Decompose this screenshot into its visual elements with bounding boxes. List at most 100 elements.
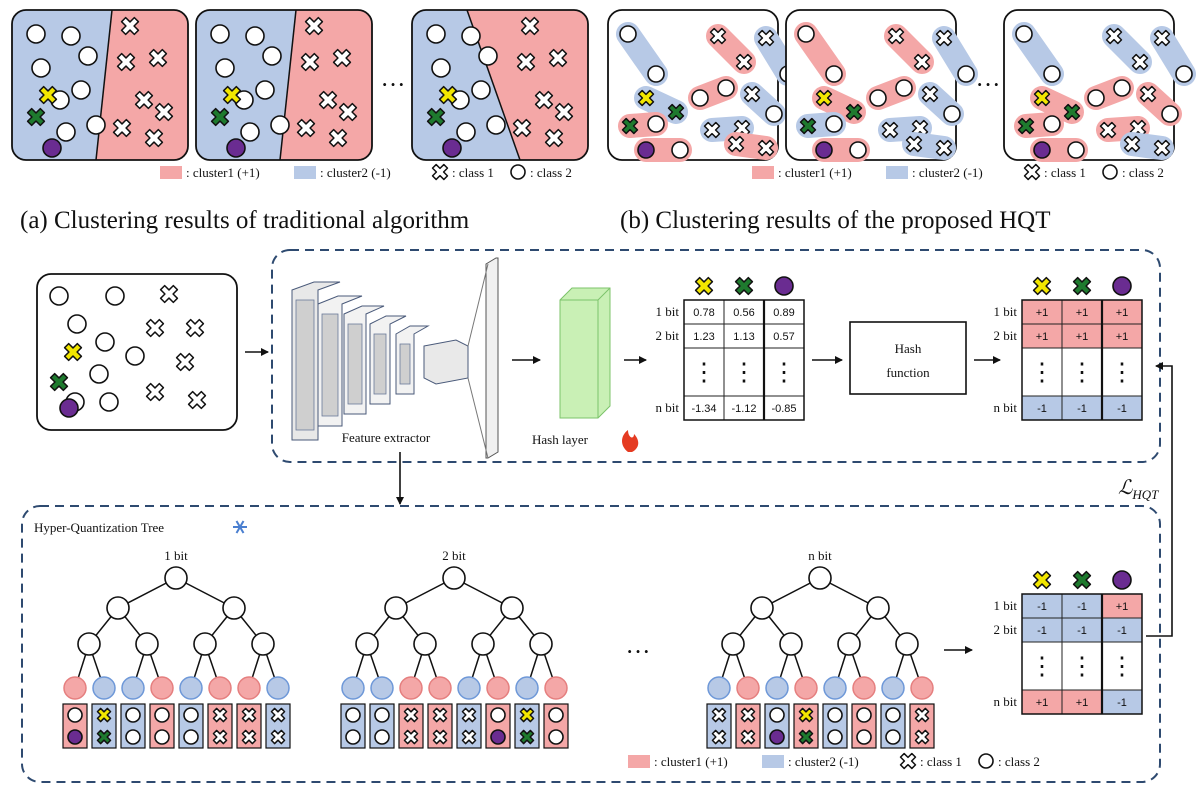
class2-circle-icon (885, 707, 901, 723)
class2-circle-icon (154, 729, 170, 745)
cross-shape (815, 89, 833, 107)
class1-cross-icon (270, 729, 286, 745)
cross-shape (328, 128, 348, 148)
panel-b: ···: cluster1 (+1): cluster2 (-1): class… (607, 9, 1196, 234)
yellow-cross-icon (519, 707, 535, 723)
table-cell (723, 395, 765, 421)
class2-circle-icon (856, 729, 872, 745)
cross-shape (548, 48, 568, 68)
bit-row-label: n bit (656, 400, 680, 415)
cross-shape (222, 85, 242, 105)
hash-layer-edge (597, 287, 611, 301)
legend-swatch-cluster1 (628, 755, 650, 768)
yellow-cross-icon (222, 85, 242, 105)
class1-cross-icon (154, 102, 174, 122)
cross-shape (432, 729, 448, 745)
leaf-bucket (514, 703, 540, 749)
cross-shape (431, 163, 449, 181)
class2-circle-icon (1015, 25, 1033, 43)
class1-cross-icon (913, 53, 931, 71)
tree-node (135, 632, 159, 656)
table-cell (1061, 347, 1103, 397)
class1-cross-icon (241, 729, 257, 745)
legend-swatch-cluster2 (762, 755, 784, 768)
cross-shape (534, 90, 554, 110)
bit-row-label: 1 bit (994, 304, 1018, 319)
tree-node (222, 596, 246, 620)
cross-shape (798, 729, 814, 745)
panel-a-caption: (a) Clustering results of traditional al… (20, 207, 470, 234)
table-cell (1101, 617, 1143, 643)
tree-bit-label: 2 bit (442, 548, 466, 563)
class2-circle-icon (1067, 141, 1085, 159)
conv-kernel (347, 323, 363, 405)
cross-shape (120, 16, 140, 36)
cross-shape (845, 103, 863, 121)
cross-shape (403, 729, 419, 745)
class1-cross-icon (757, 139, 775, 157)
purple-circle-icon (442, 138, 462, 158)
class2-circle-icon (717, 79, 735, 97)
cross-shape (49, 372, 69, 392)
snowflake-icon (233, 520, 247, 534)
class2-circle-icon (647, 65, 665, 83)
legend-label-cluster1: : cluster1 (+1) (654, 754, 728, 769)
leaf-bucket (456, 703, 482, 749)
cross-shape (711, 707, 727, 723)
class1-cross-icon (1153, 29, 1171, 47)
table-cell-value: -1 (1077, 625, 1087, 637)
box-border (195, 9, 373, 161)
class2-circle-icon (426, 24, 446, 44)
projection-line (467, 377, 489, 459)
purple-circle-icon (226, 138, 246, 158)
conv-kernel (295, 299, 315, 431)
loss-subscript: HQT (1131, 487, 1159, 502)
table-cell (1101, 641, 1143, 691)
cross-shape (667, 103, 685, 121)
class1-cross-icon (727, 135, 745, 153)
table-cell-value: 0.56 (733, 307, 754, 319)
feature-extractor (291, 257, 499, 459)
legend-class1-icon (1023, 163, 1041, 181)
class2-circle-icon (262, 46, 282, 66)
traditional-cluster-box (11, 9, 189, 161)
cross-shape (757, 29, 775, 47)
cross-shape (1072, 570, 1092, 590)
table-cell-value: 0.89 (773, 307, 794, 319)
hqt-cluster-box (785, 9, 978, 162)
cross-shape (905, 135, 923, 153)
decision-boundary (279, 9, 297, 161)
class2-circle-icon (345, 729, 361, 745)
purple-circle-icon (59, 398, 79, 418)
class2-circle-icon (49, 286, 69, 306)
table-cell-value: -1 (1077, 403, 1087, 415)
tree-node (750, 596, 774, 620)
class2-circle-icon (26, 24, 46, 44)
cross-shape (913, 53, 931, 71)
leaf-bucket (706, 703, 732, 749)
table-cell-value: 1.23 (693, 331, 714, 343)
class2-circle-icon (245, 26, 265, 46)
cross-shape (338, 102, 358, 122)
green-cross-icon (1017, 117, 1035, 135)
yellow-cross-icon (694, 276, 714, 296)
cross-shape (935, 139, 953, 157)
cross-shape (1153, 29, 1171, 47)
cross-shape (899, 752, 917, 770)
class1-cross-icon (112, 118, 132, 138)
class2-circle-icon (471, 80, 491, 100)
cross-shape (63, 342, 83, 362)
legend-label-cluster2: : cluster2 (-1) (912, 165, 983, 180)
cross-shape (144, 128, 164, 148)
table-cell-value: +1 (1076, 697, 1089, 709)
class2-circle-icon (183, 707, 199, 723)
leaf-node (63, 676, 87, 700)
table-cell (1021, 641, 1063, 691)
purple-circle-icon (42, 138, 62, 158)
cross-shape (554, 102, 574, 122)
cross-shape (304, 16, 324, 36)
class2-circle-icon (869, 89, 887, 107)
leaf-node (881, 676, 905, 700)
cross-shape (1032, 276, 1052, 296)
